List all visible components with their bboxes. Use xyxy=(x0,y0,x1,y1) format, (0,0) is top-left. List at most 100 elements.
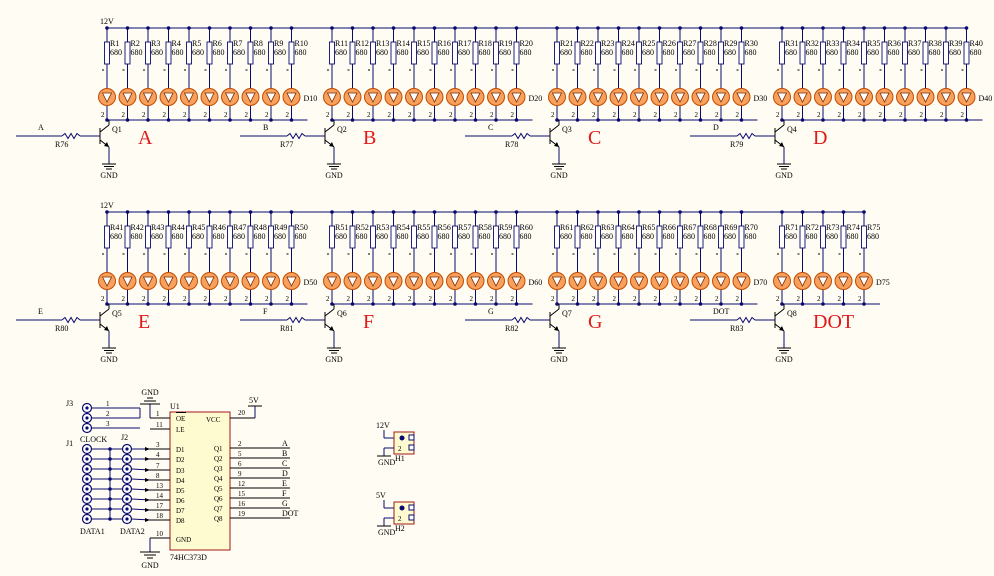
led-triangle xyxy=(511,276,522,287)
led-pin-number: 2 xyxy=(838,111,842,119)
resistor-ref: R62 xyxy=(581,223,594,232)
resistor-body xyxy=(288,41,295,65)
resistor-value: 680 xyxy=(295,232,307,241)
latch-output-num: 9 xyxy=(238,470,242,478)
latch-pin-name: LE xyxy=(176,426,185,434)
resistor-body xyxy=(718,41,724,65)
led-pin-number: 2 xyxy=(224,111,228,119)
led-pin-number: 2 xyxy=(817,295,821,303)
resistor-body xyxy=(799,41,806,65)
header-gnd-label: GND xyxy=(378,528,396,537)
latch-pin-name: D3 xyxy=(176,467,185,475)
resistor-value: 680 xyxy=(560,48,572,57)
led-triangle xyxy=(367,276,379,287)
header-pin1 xyxy=(399,505,405,511)
resistor-value: 680 xyxy=(683,48,695,57)
led-pin-number: 2 xyxy=(449,295,453,303)
led-triangle xyxy=(674,276,686,287)
resistor-value: 680 xyxy=(438,232,450,241)
led-triangle xyxy=(572,92,583,103)
transistor-emitter-arrow xyxy=(329,142,334,147)
resistor-ref: R64 xyxy=(622,223,635,232)
resistor-value: 680 xyxy=(172,48,184,57)
j1-pad-hole xyxy=(85,517,89,521)
resistor-body xyxy=(595,41,601,65)
input-net-label: C xyxy=(488,123,493,132)
base-resistor-ref: R83 xyxy=(730,324,743,333)
latch-output-num: 16 xyxy=(238,500,246,508)
led-triangle xyxy=(633,276,645,287)
j3-pad-hole xyxy=(85,426,89,430)
resistor-ref: R5 xyxy=(192,39,201,48)
resistor-body xyxy=(513,41,520,65)
resistor-ref: R21 xyxy=(560,39,573,48)
resistor-ref: R15 xyxy=(417,39,430,48)
led-triangle xyxy=(838,276,849,287)
resistor-body xyxy=(411,225,417,249)
j2-pad-hole xyxy=(125,467,129,471)
latch-pin-name: D6 xyxy=(176,497,185,505)
led-triangle xyxy=(245,276,256,287)
latch-pin-name: D2 xyxy=(176,456,185,464)
j3-pad-hole xyxy=(85,416,89,420)
resistor-body xyxy=(697,225,704,249)
transistor-emitter-arrow xyxy=(104,326,109,331)
resistor-value: 680 xyxy=(867,232,879,241)
latch-output-name: Q4 xyxy=(214,475,223,483)
led-pin-number: 2 xyxy=(347,295,351,303)
resistor-body xyxy=(738,41,745,65)
latch-pin-name: D1 xyxy=(176,446,185,454)
latch-output-name: Q6 xyxy=(214,495,223,503)
led-triangle xyxy=(101,92,113,103)
led-pin-number: 2 xyxy=(674,111,678,119)
resistor-value: 680 xyxy=(438,48,450,57)
led-triangle xyxy=(429,276,440,287)
resistor-body xyxy=(636,225,642,249)
resistor-value: 680 xyxy=(458,48,470,57)
resistor-ref: R31 xyxy=(785,39,798,48)
resistor-body xyxy=(227,225,233,249)
resistor-body xyxy=(718,225,724,249)
led-triangle xyxy=(674,92,686,103)
led-triangle xyxy=(326,92,338,103)
resistor-value: 680 xyxy=(949,48,961,57)
led-triangle xyxy=(347,92,358,103)
led-triangle xyxy=(613,92,624,103)
base-resistor xyxy=(286,316,306,324)
transistor-collector xyxy=(324,308,335,317)
latch-output-num: 15 xyxy=(238,490,246,498)
resistor-body xyxy=(779,225,785,249)
resistor-body xyxy=(227,41,233,65)
resistor-body xyxy=(493,225,499,249)
resistor-body xyxy=(165,225,172,249)
input-net-label: A xyxy=(38,123,44,132)
led-pin-number: 2 xyxy=(183,295,187,303)
resistor-ref: R53 xyxy=(376,223,389,232)
j1-pad-hole xyxy=(85,487,89,491)
transistor-emitter-arrow xyxy=(104,142,109,147)
resistor-ref: R55 xyxy=(417,223,430,232)
led-pin-number: 2 xyxy=(633,111,637,119)
latch-output-net: A xyxy=(282,439,288,448)
j1-footer: DATA1 xyxy=(80,527,105,536)
pin-arrow xyxy=(145,447,150,451)
j2-pad-hole xyxy=(125,477,129,481)
resistor-value: 680 xyxy=(131,48,143,57)
latch-output-name: Q2 xyxy=(214,455,223,463)
header-pin2-num: 2 xyxy=(398,515,402,523)
base-resistor xyxy=(511,316,531,324)
resistor-value: 680 xyxy=(499,48,511,57)
led-pin-number: 2 xyxy=(633,295,637,303)
resistor-ref: R59 xyxy=(499,223,512,232)
resistor-ref: R10 xyxy=(295,39,308,48)
led-pin-number: 2 xyxy=(511,295,515,303)
led-pin-number: 2 xyxy=(408,111,412,119)
resistor-ref: R23 xyxy=(601,39,614,48)
latch-output-net: C xyxy=(282,459,287,468)
led-triangle xyxy=(613,276,624,287)
resistor-body xyxy=(288,225,295,249)
led-pin-number: 2 xyxy=(101,295,105,303)
transistor-emitter-arrow xyxy=(779,142,784,147)
resistor-body xyxy=(268,225,274,249)
led-triangle xyxy=(654,276,665,287)
